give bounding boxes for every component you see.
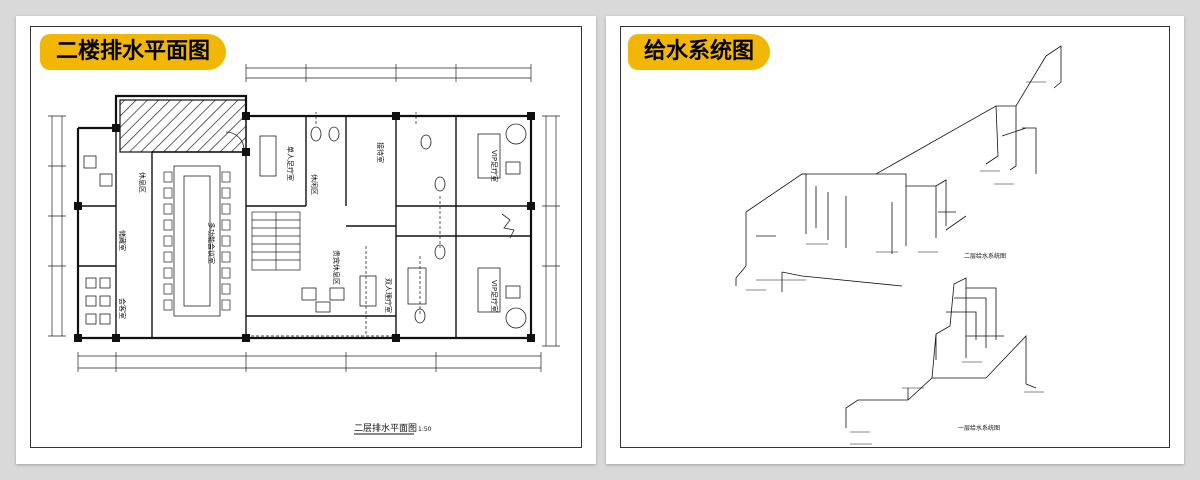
- room-label-storage: 储藏室: [118, 230, 127, 251]
- interior-walls: [78, 116, 531, 338]
- sheet-frame: [30, 26, 582, 448]
- room-label-vip-foot-1: VIP足疗室: [490, 150, 499, 182]
- second-floor-pipes: [735, 45, 1062, 292]
- room-label-single-foot: 单人足疗室: [286, 146, 295, 181]
- sheet-frame: [620, 26, 1170, 448]
- bottom-dimension-lines: [77, 352, 542, 372]
- room-label-vip-foot-2: VIP足疗室: [490, 280, 499, 312]
- room-label-leisure: 休闲区: [310, 174, 319, 195]
- second-floor-system-label: 二层给水系统图: [964, 252, 1006, 260]
- room-label-rest: 休息区: [138, 172, 147, 193]
- conference-table: [173, 165, 221, 317]
- first-floor-pipes: [845, 277, 1037, 428]
- room-label-double-therapy: 双人理疗室: [384, 278, 393, 313]
- top-dimension-lines: [245, 64, 532, 82]
- first-floor-annotation-marks: [850, 361, 1044, 445]
- left-room-furniture: [83, 131, 245, 325]
- panel-title-badge: 给水系统图: [628, 34, 771, 70]
- second-floor-annotation-marks: [746, 81, 1046, 291]
- right-dimension-lines: [542, 115, 560, 347]
- massage-beds: [259, 133, 501, 313]
- room-labels: 多功能会议室 休息区 贵宾休息区 双人理疗室 VIP足疗室 VIP足疗室 单人足…: [118, 142, 499, 319]
- drawing-title: 二层排水平面图 1:50: [354, 422, 432, 435]
- lounge-furniture: [301, 213, 515, 313]
- conference-chairs: [163, 171, 231, 311]
- room-label-meeting: 会客室: [118, 298, 127, 319]
- isometric-pipe-drawing: 二层给水系统图 一层给水系统图: [735, 45, 1062, 445]
- structural-columns: [74, 112, 535, 342]
- room-label-reception: 接待室: [376, 142, 385, 163]
- stairs: [251, 211, 301, 271]
- hatched-void: [119, 99, 247, 153]
- panel-title-badge: 二楼排水平面图: [40, 34, 227, 70]
- drain-pipes: [246, 112, 441, 337]
- room-label-conference: 多功能会议室: [207, 222, 216, 264]
- floor-plan-drawing: 多功能会议室 休息区 贵宾休息区 双人理疗室 VIP足疗室 VIP足疗室 单人足…: [48, 64, 560, 435]
- sanitary-fixtures: [310, 123, 527, 329]
- water-supply-panel: 给水系统图: [606, 16, 1184, 464]
- first-floor-system-label: 一层给水系统图: [958, 424, 1000, 432]
- drainage-plan-panel: 二楼排水平面图: [16, 16, 596, 464]
- room-label-vip-lounge: 贵宾休息区: [332, 250, 341, 285]
- left-dimension-lines: [48, 115, 66, 337]
- drawing-scale-text: 1:50: [418, 426, 432, 433]
- drawing-title-text: 二层排水平面图: [354, 422, 417, 434]
